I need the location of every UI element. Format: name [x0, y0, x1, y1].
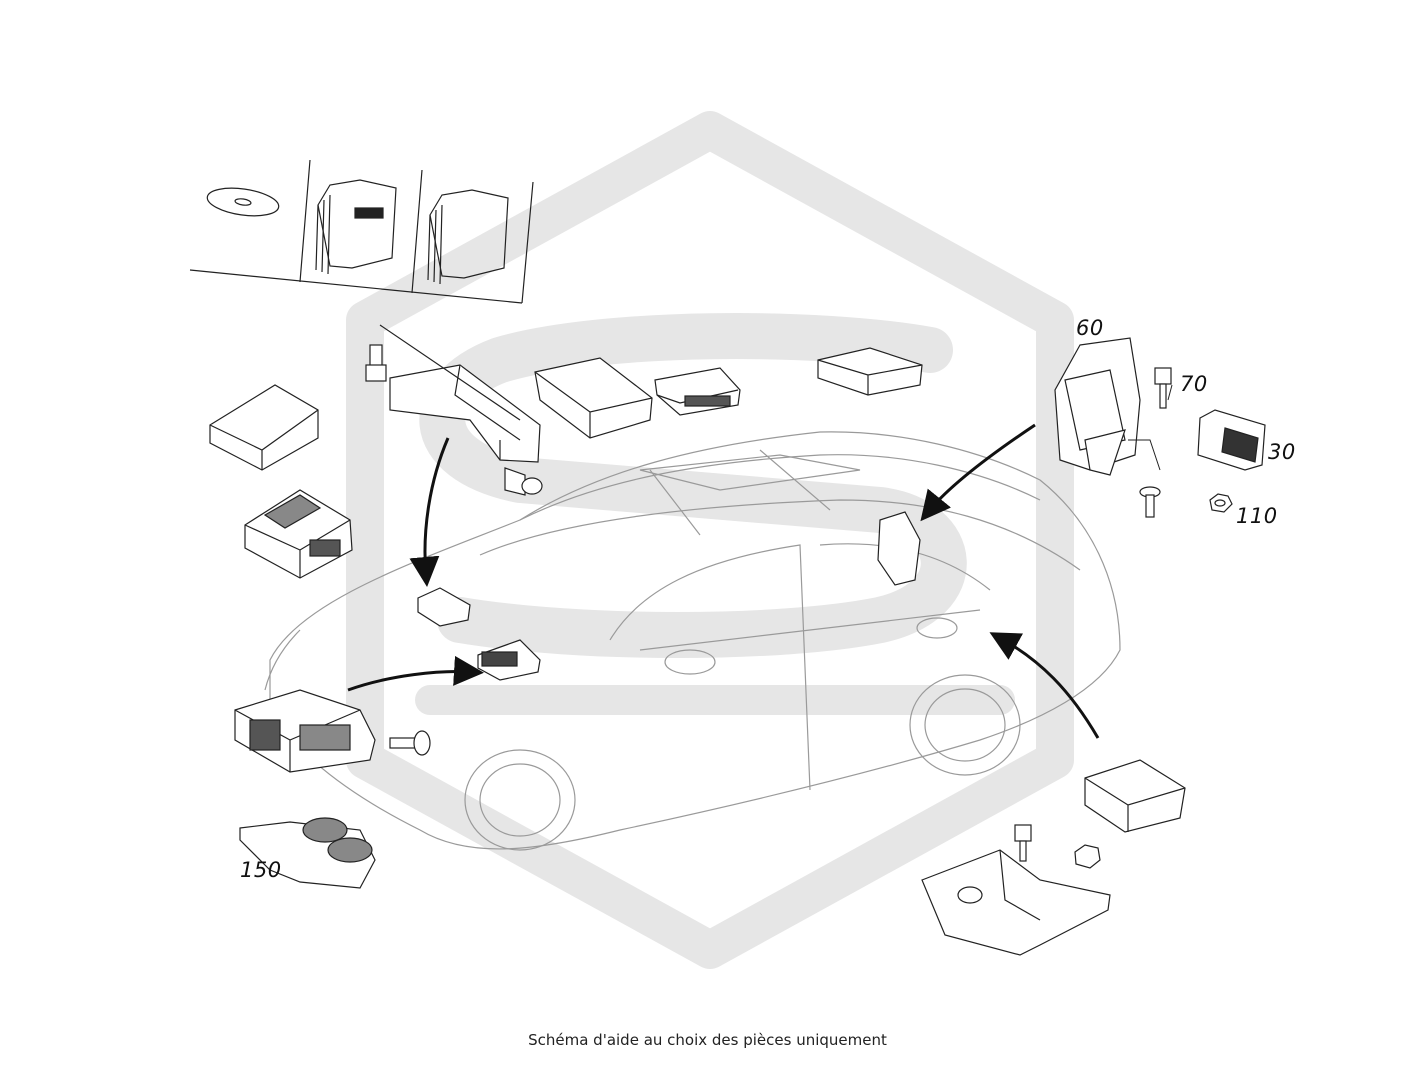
bracket-drawing [1054, 337, 1141, 476]
bolt-drawing [1139, 486, 1161, 518]
component-parts [209, 324, 1266, 956]
head-unit-drawing [234, 689, 376, 773]
callout-150: 150 [240, 858, 282, 882]
control-unit-drawing [654, 367, 741, 416]
control-unit-drawing [477, 639, 541, 681]
control-unit-drawing [244, 489, 353, 579]
diagram-caption: Schéma d'aide au choix des pièces unique… [528, 1031, 887, 1049]
nut-drawing [1074, 844, 1101, 869]
bolt-drawing [1154, 367, 1172, 409]
bolt-drawing [1014, 824, 1032, 862]
control-unit-drawing [417, 587, 471, 627]
nut-drawing [1209, 493, 1233, 513]
speaker-bracket-drawing [239, 817, 376, 889]
bracket-drawing [379, 324, 541, 463]
callout-leaders [1128, 384, 1173, 471]
control-unit-drawing [1197, 409, 1266, 471]
control-unit-drawing [817, 347, 923, 396]
callout-60: 60 [1076, 316, 1104, 340]
callout-110: 110 [1236, 504, 1278, 528]
bolt-drawing [504, 467, 543, 496]
mounting-plate-drawing [921, 849, 1111, 956]
documentation-box [189, 159, 534, 304]
manual-book-icon [315, 179, 397, 275]
cd-disc-icon [206, 187, 280, 217]
assembly-arrows [347, 423, 1100, 739]
control-unit-drawing [534, 357, 653, 439]
callout-70: 70 [1180, 372, 1208, 396]
bolt-drawing [365, 344, 387, 382]
callout-30: 30 [1268, 440, 1296, 464]
bolt-drawing [389, 730, 431, 756]
control-unit-drawing [209, 384, 319, 471]
manual-book-icon [427, 189, 509, 285]
bracket-drawing [877, 511, 921, 586]
control-unit-drawing [1084, 759, 1186, 833]
